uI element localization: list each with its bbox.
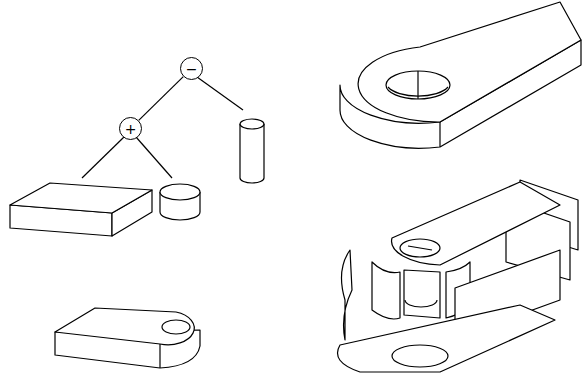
operator-symbol: + (125, 122, 137, 136)
operator-circle: + (119, 117, 142, 140)
operator-symbol: − (186, 62, 198, 76)
boundary-solid (340, 2, 581, 148)
operator-circle: − (180, 57, 203, 80)
box-primitive (10, 183, 152, 236)
cylinder-primitive (240, 119, 264, 183)
result-solid (55, 308, 200, 368)
tree-edge (139, 77, 184, 121)
disk-primitive (160, 184, 200, 220)
tree-branch (136, 137, 172, 178)
exploded-faces (338, 180, 579, 372)
tree-branch (197, 77, 243, 110)
tree-branch (82, 137, 124, 178)
